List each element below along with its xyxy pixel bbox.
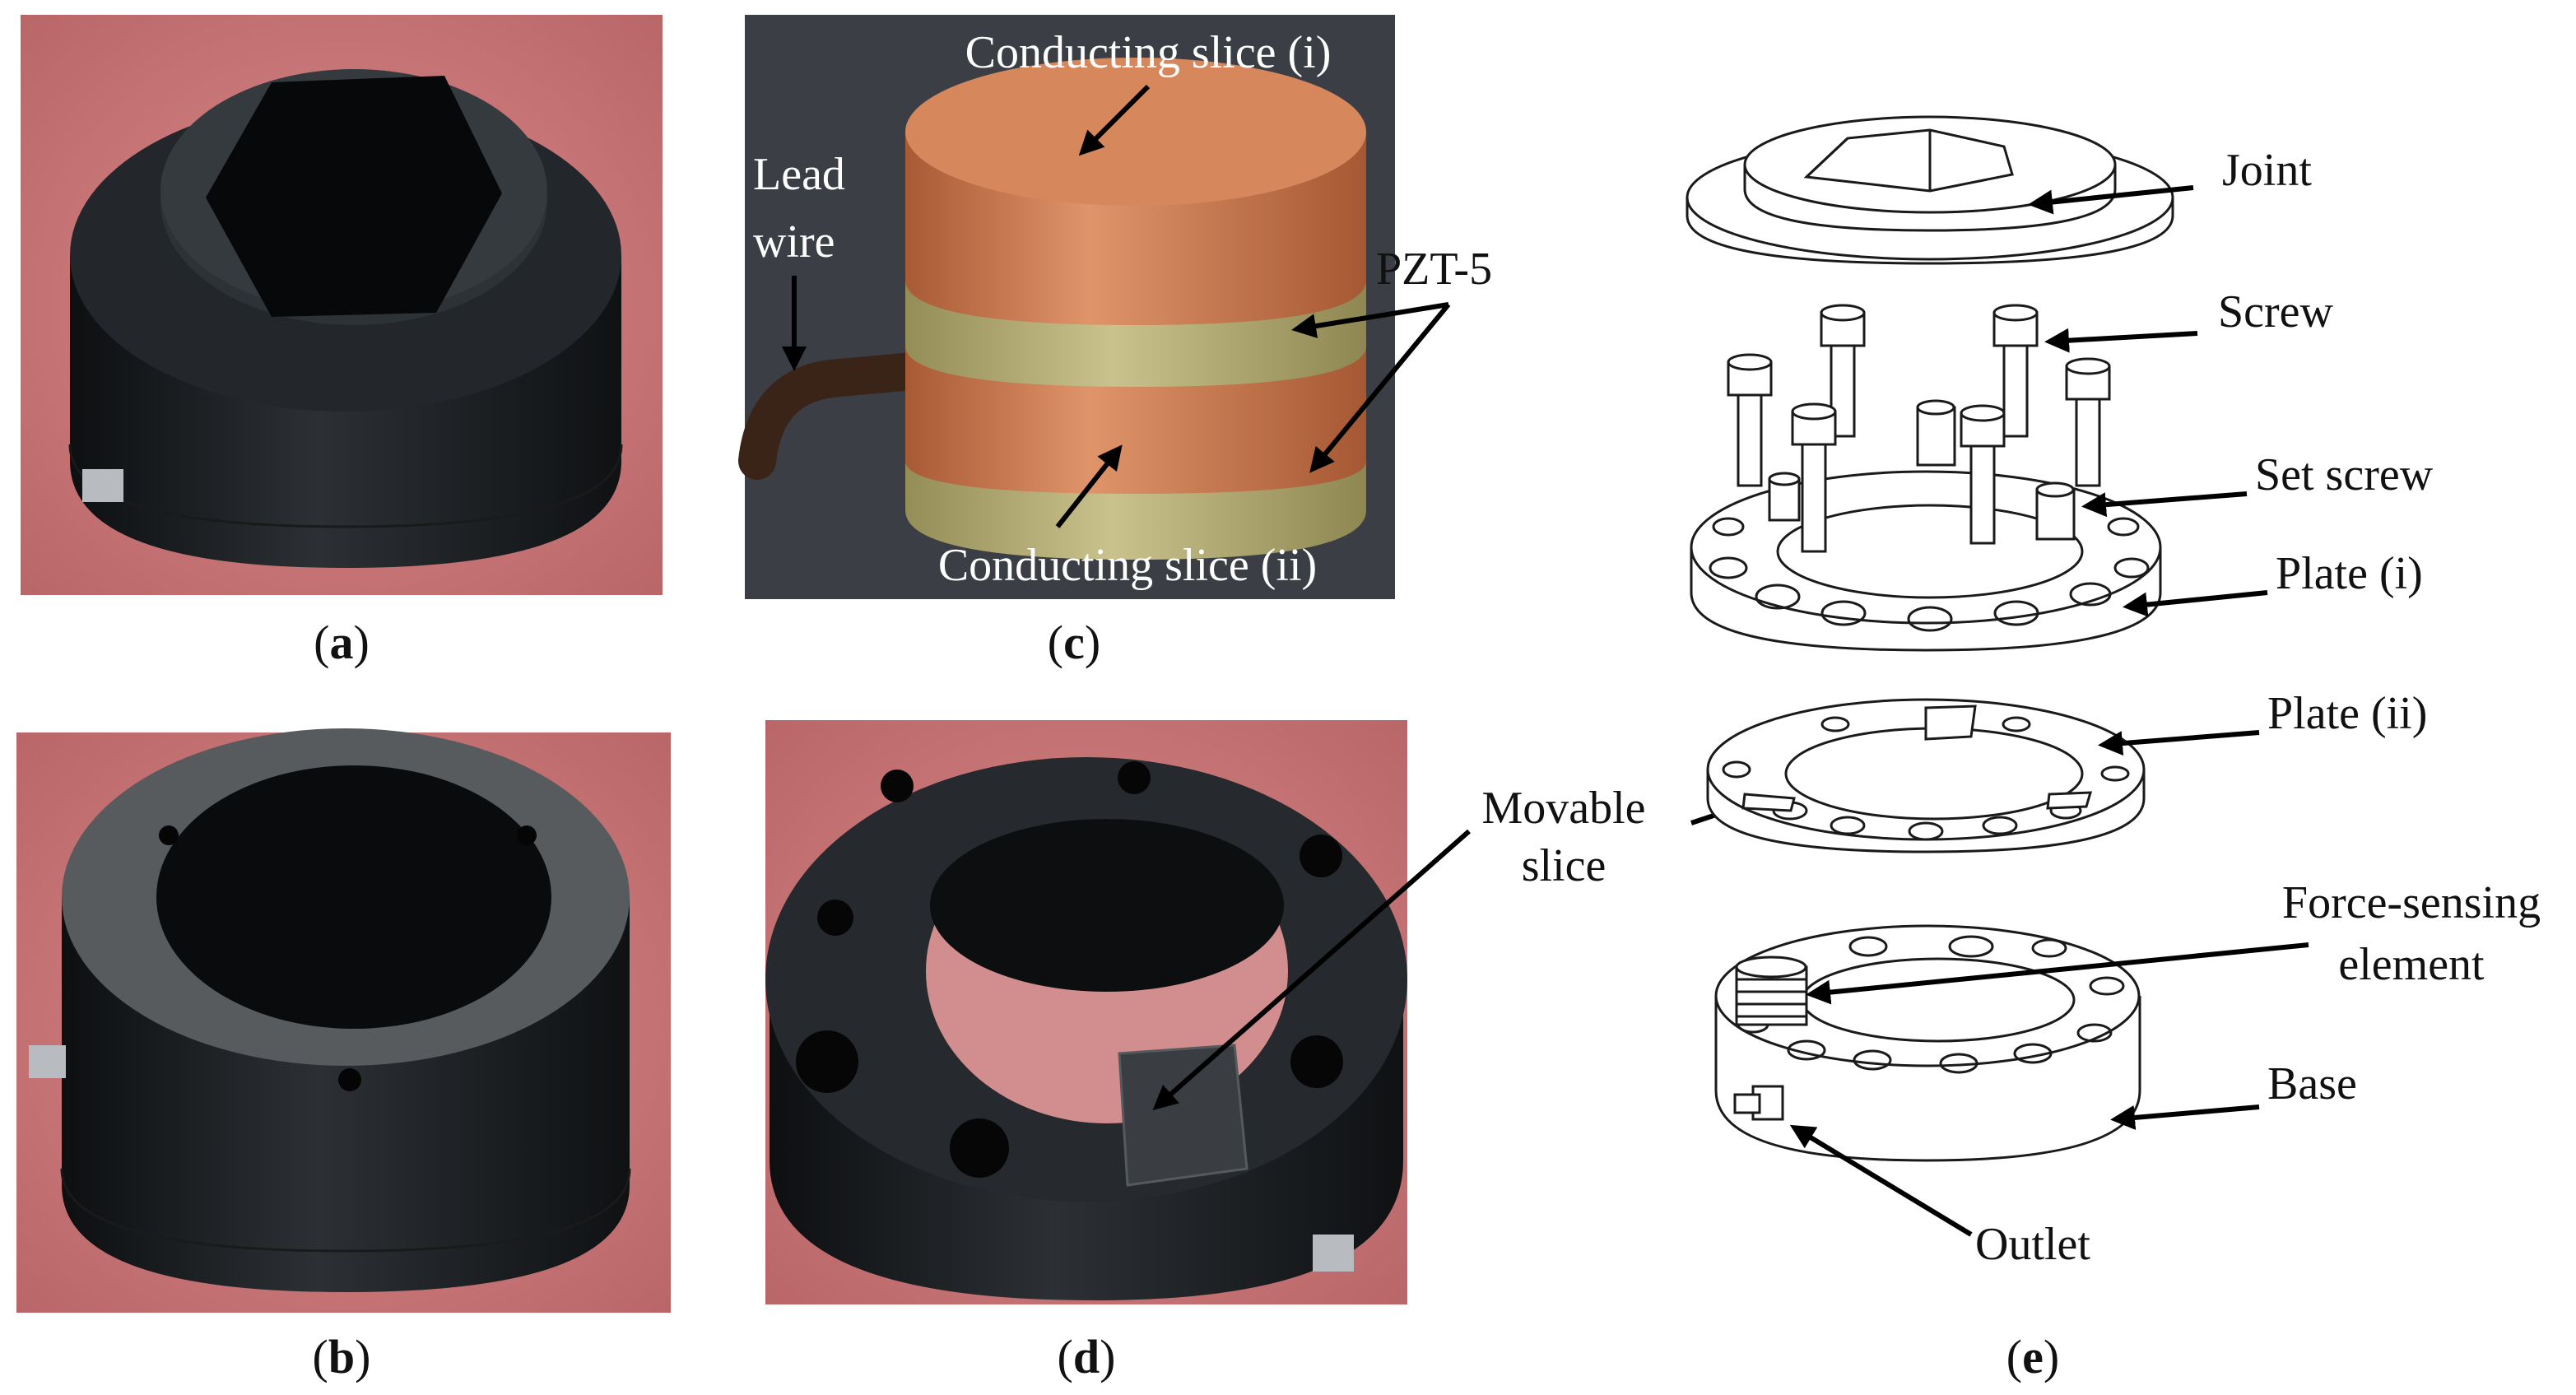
- label-plate-ii: Plate (ii): [2267, 688, 2427, 739]
- plate-i-part: [1690, 470, 2162, 652]
- panel-a-outlet: [82, 469, 123, 502]
- panel-b-groove: [60, 1168, 631, 1253]
- label-pzt-5: PZT-5: [1376, 244, 1492, 295]
- plate-ii-movable-slice: [1924, 704, 1977, 741]
- panel-b-hole-2: [517, 825, 537, 845]
- label-outlet: Outlet: [1975, 1219, 2090, 1270]
- label-force-sensing-line1: Force-sensing: [2282, 877, 2541, 928]
- force-sensing-element: [1735, 956, 1808, 1026]
- label-conducting-slice-ii: Conducting slice (ii): [938, 540, 1317, 591]
- base-part: [1714, 924, 2141, 1162]
- panel-a-caption: (a): [314, 616, 370, 669]
- panel-c-arrows: [782, 84, 1451, 528]
- panel-c-top-face: [905, 58, 1366, 206]
- screw-3: [1992, 304, 2039, 438]
- plate-ii-part: [1706, 698, 2146, 853]
- panel-b-outlet: [29, 1045, 66, 1078]
- panel-a: [21, 15, 663, 595]
- panel-c-lead-wire: [738, 351, 941, 480]
- panel-d-caption: (d): [1058, 1330, 1116, 1383]
- panel-e: [1686, 115, 2174, 1162]
- panel-e-arrows: [1789, 185, 2309, 1237]
- label-movable-slice-line1: Movable: [1481, 783, 1645, 834]
- panel-b-hole-1: [159, 825, 179, 845]
- panel-b-bore: [156, 765, 551, 1029]
- panel-a-hex-hole: [206, 76, 502, 317]
- set-screw-2: [2035, 481, 2076, 541]
- panel-c-caption: (c): [1048, 616, 1100, 669]
- panel-d-hole-7: [950, 1118, 1009, 1178]
- set-screw-3: [1768, 472, 1801, 522]
- screw-6: [1960, 404, 2006, 545]
- screws: [1727, 304, 2111, 553]
- screw-4: [2065, 357, 2111, 487]
- panel-b: [16, 728, 671, 1313]
- label-set-screw: Set screw: [2255, 449, 2434, 500]
- panel-d-hole-4: [1300, 835, 1342, 877]
- panel-d-hole-6: [1290, 1035, 1343, 1088]
- joint-part: [1686, 115, 2174, 265]
- label-joint: Joint: [2222, 145, 2312, 196]
- label-base: Base: [2267, 1058, 2357, 1109]
- panel-d-hole-3: [817, 900, 853, 936]
- label-plate-i: Plate (i): [2276, 548, 2423, 599]
- label-screw: Screw: [2218, 286, 2334, 337]
- label-conducting-slice-i: Conducting slice (i): [965, 27, 1332, 78]
- panel-b-hole-3: [338, 1068, 361, 1091]
- screw-5: [1791, 402, 1837, 553]
- panel-d-hole-2: [1118, 761, 1151, 794]
- panel-c: [738, 15, 1395, 599]
- panel-b-caption: (b): [313, 1330, 371, 1383]
- panel-d-hole-1: [881, 770, 914, 802]
- outlet-part: [1733, 1085, 1784, 1121]
- label-movable-slice-line2: slice: [1522, 840, 1607, 891]
- panel-e-caption: (e): [2006, 1330, 2059, 1383]
- screw-1: [1727, 353, 1773, 487]
- label-force-sensing-line2: element: [2338, 939, 2485, 990]
- panel-d-outlet: [1313, 1235, 1354, 1272]
- panel-d-movable-slice: [1118, 1044, 1248, 1187]
- label-lead-wire-line1: Lead: [753, 149, 845, 200]
- panel-d: [765, 720, 1407, 1304]
- set-screw-1: [1916, 399, 1956, 467]
- panel-d-hole-5: [796, 1030, 858, 1093]
- label-lead-wire-line2: wire: [753, 216, 835, 267]
